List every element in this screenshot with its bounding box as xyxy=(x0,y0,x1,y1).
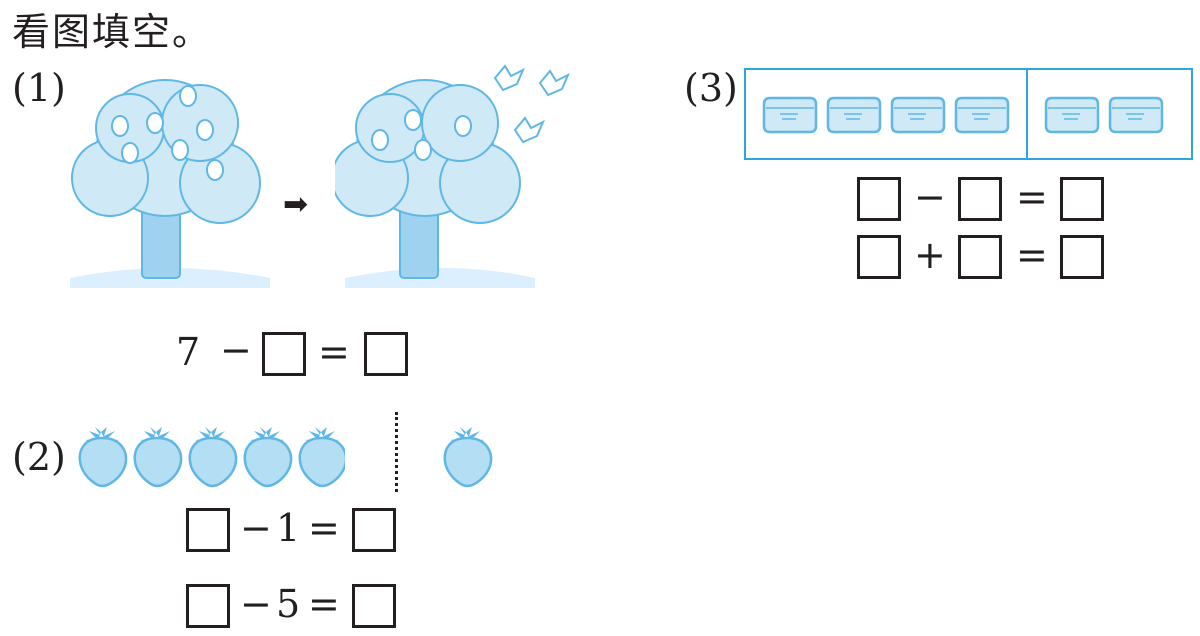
q2-eq1-box-1[interactable] xyxy=(186,508,230,552)
q2-eq1-minus-sign: − xyxy=(240,506,272,550)
q2-eq1-number: 1 xyxy=(276,506,301,550)
q1-answer-box-2[interactable] xyxy=(364,332,408,376)
q3-eq1-minus-sign: − xyxy=(914,175,946,219)
q3-eq1-box-2[interactable] xyxy=(958,177,1002,221)
tree-birds-flying-illustration xyxy=(335,64,570,288)
q3-eq1-box-1[interactable] xyxy=(857,177,901,221)
q3-eq2-box-2[interactable] xyxy=(958,235,1002,279)
q2-eq2-box-1[interactable] xyxy=(186,584,230,628)
q2-eq2-equals-sign: = xyxy=(308,582,340,626)
q2-eq1-box-2[interactable] xyxy=(352,508,396,552)
tree-with-birds-illustration xyxy=(70,79,270,288)
q3-eq1-equals-sign: = xyxy=(1016,175,1048,219)
erasers-group-right xyxy=(1044,96,1164,134)
q2-eq2-minus-sign: − xyxy=(240,582,272,626)
q1-minus-sign: − xyxy=(220,328,252,372)
q3-eq2-box-1[interactable] xyxy=(857,235,901,279)
q3-eq2-equals-sign: = xyxy=(1016,233,1048,277)
erasers-group-left xyxy=(762,96,1010,134)
q3-eq1-box-3[interactable] xyxy=(1060,177,1104,221)
q1-answer-box-1[interactable] xyxy=(262,332,306,376)
q2-eq1-equals-sign: = xyxy=(308,506,340,550)
strawberries-group-left xyxy=(78,426,345,488)
arrow-icon: ➡ xyxy=(283,187,309,222)
q2-eq2-number: 5 xyxy=(276,582,301,626)
q1-label: (1) xyxy=(12,66,66,110)
q3-label: (3) xyxy=(684,66,738,110)
q1-equals-sign: = xyxy=(318,330,350,374)
q3-erasers-frame xyxy=(744,68,1193,160)
q3-frame-divider xyxy=(1026,70,1028,158)
instruction: 看图填空。 xyxy=(12,10,213,54)
q2-eq2-box-2[interactable] xyxy=(352,584,396,628)
q3-eq2-box-3[interactable] xyxy=(1060,235,1104,279)
strawberry-right xyxy=(443,427,493,488)
dotted-divider xyxy=(395,412,398,492)
q2-label: (2) xyxy=(12,435,66,479)
q1-eq-start: 7 xyxy=(176,330,201,374)
q3-eq2-plus-sign: + xyxy=(914,233,946,277)
